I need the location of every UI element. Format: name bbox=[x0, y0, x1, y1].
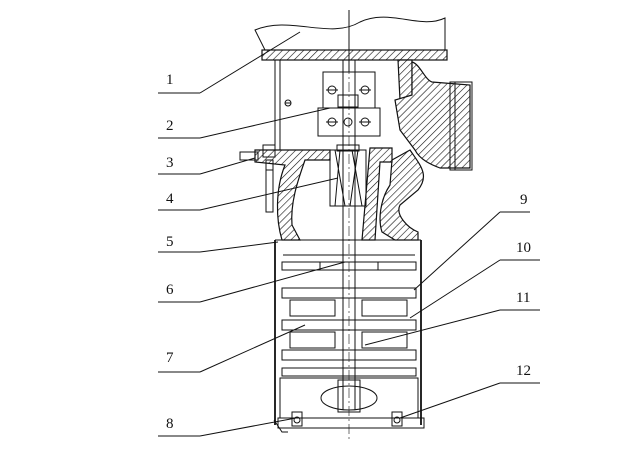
impeller-stages bbox=[281, 261, 417, 377]
callout-2: 2 bbox=[166, 118, 174, 134]
outer-sleeve bbox=[274, 239, 422, 425]
callout-3: 3 bbox=[166, 155, 174, 171]
callout-7: 7 bbox=[166, 350, 174, 366]
pump-head bbox=[239, 144, 393, 241]
motor-outline bbox=[254, 16, 446, 51]
bracket bbox=[279, 59, 413, 150]
callout-4: 4 bbox=[166, 191, 174, 207]
callout-1: 1 bbox=[166, 72, 174, 88]
shaft bbox=[342, 10, 356, 440]
callout-10: 10 bbox=[516, 240, 531, 256]
mechanical-seal bbox=[329, 144, 367, 207]
callout-5: 5 bbox=[166, 234, 174, 250]
callout-11: 11 bbox=[516, 290, 530, 306]
mounting-bolt bbox=[265, 159, 274, 213]
callout-12: 12 bbox=[516, 363, 531, 379]
callout-6: 6 bbox=[166, 282, 174, 298]
callout-lines bbox=[158, 31, 540, 437]
discharge-outlet bbox=[379, 61, 473, 241]
callout-8: 8 bbox=[166, 416, 174, 432]
callout-9: 9 bbox=[520, 192, 528, 208]
